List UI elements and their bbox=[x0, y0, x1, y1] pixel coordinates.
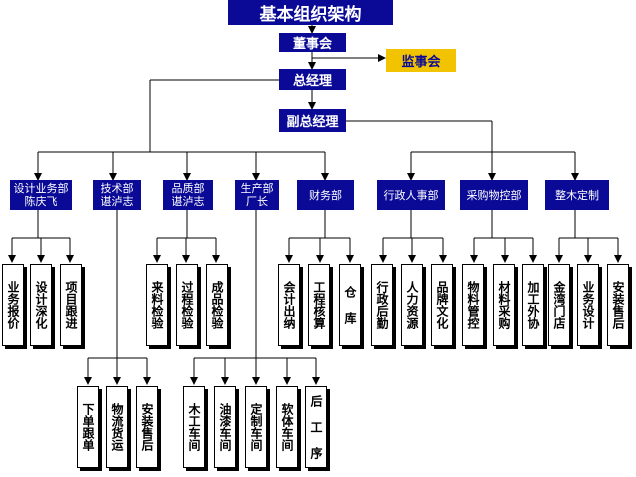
unit-box: 人力资源 bbox=[401, 264, 423, 346]
supervisory-box: 监事会 bbox=[386, 49, 456, 72]
unit-box: 下单跟单 bbox=[77, 386, 99, 468]
dept-name: 生产部 bbox=[240, 182, 274, 195]
unit-box: 业务报价 bbox=[2, 264, 24, 346]
unit-box: 来料检验 bbox=[146, 264, 168, 346]
dept-name: 采购物控部 bbox=[466, 188, 522, 202]
unit-box: 油漆车间 bbox=[214, 386, 236, 468]
unit-box: 定制车间 bbox=[245, 386, 267, 468]
unit-box: 工程核算 bbox=[308, 264, 330, 346]
unit-box: 后 工 序 bbox=[305, 386, 327, 468]
unit-box: 品牌文化 bbox=[431, 264, 453, 346]
dept-name: 财务部 bbox=[309, 188, 342, 202]
dept-custom-wood: 整木定制 bbox=[545, 180, 609, 210]
chart-title: 基本组织架构 bbox=[228, 0, 393, 25]
dept-head: 厂长 bbox=[246, 195, 268, 208]
deputy-gm-box: 副总经理 bbox=[279, 109, 346, 132]
unit-box: 项目跟进 bbox=[60, 264, 82, 346]
unit-box: 业务设计 bbox=[577, 264, 599, 346]
unit-box: 木工车间 bbox=[183, 386, 205, 468]
dept-name: 行政人事部 bbox=[383, 188, 439, 202]
dept-name: 品质部 bbox=[171, 182, 205, 195]
dept-name: 设计业务部 bbox=[13, 182, 69, 195]
unit-box: 物料管控 bbox=[462, 264, 484, 346]
unit-box: 会计出纳 bbox=[278, 264, 300, 346]
unit-box: 安装售后 bbox=[136, 386, 158, 468]
unit-box: 设计深化 bbox=[30, 264, 52, 346]
unit-box: 加工外协 bbox=[522, 264, 544, 346]
unit-box: 安装售后 bbox=[607, 264, 629, 346]
dept-admin-hr: 行政人事部 bbox=[377, 180, 445, 210]
unit-box: 行政后勤 bbox=[371, 264, 393, 346]
unit-box: 成品检验 bbox=[206, 264, 228, 346]
dept-design-sales: 设计业务部 陈庆飞 bbox=[10, 180, 72, 210]
dept-production: 生产部 厂长 bbox=[235, 180, 279, 210]
dept-tech: 技术部 谌泸志 bbox=[93, 180, 141, 210]
dept-name: 整木定制 bbox=[555, 188, 599, 202]
unit-box: 材料采购 bbox=[493, 264, 515, 346]
dept-procurement: 采购物控部 bbox=[460, 180, 528, 210]
unit-box: 过程检验 bbox=[176, 264, 198, 346]
dept-head: 谌泸志 bbox=[171, 195, 205, 208]
dept-head: 陈庆飞 bbox=[24, 195, 58, 208]
unit-box: 仓 库 bbox=[339, 264, 361, 346]
dept-quality: 品质部 谌泸志 bbox=[163, 180, 213, 210]
unit-box: 物流货运 bbox=[106, 386, 128, 468]
dept-name: 技术部 bbox=[100, 182, 134, 195]
dept-finance: 财务部 bbox=[297, 180, 354, 210]
gm-box: 总经理 bbox=[279, 69, 346, 90]
board-box: 董事会 bbox=[279, 33, 346, 52]
unit-box: 金湾门店 bbox=[548, 264, 570, 346]
unit-box: 软体车间 bbox=[276, 386, 298, 468]
dept-head: 谌泸志 bbox=[100, 195, 134, 208]
